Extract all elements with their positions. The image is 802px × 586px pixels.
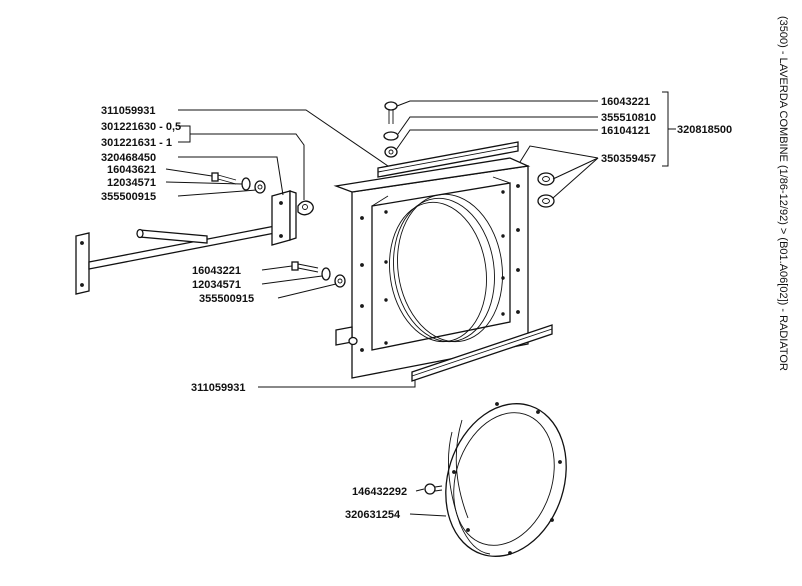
label-355510810: 355510810 xyxy=(601,112,656,124)
radiator-frame xyxy=(333,157,531,379)
label-301221630: 301221630 - 0,5 xyxy=(101,121,181,133)
top-seal-strip xyxy=(377,141,519,178)
label-301221631: 301221631 - 1 xyxy=(101,137,172,149)
label-311059931-top: 311059931 xyxy=(101,105,155,117)
screw-146432292 xyxy=(424,483,443,495)
label-16043621: 16043621 xyxy=(107,164,156,176)
nut-pair-350359457 xyxy=(537,172,555,208)
label-320468450: 320468450 xyxy=(101,152,156,164)
label-355500915-a: 355500915 xyxy=(101,191,156,203)
top-screw-stack xyxy=(383,101,399,158)
support-bar-assembly xyxy=(75,190,297,295)
bolt-16043221-mid-group xyxy=(291,261,346,288)
label-320631254: 320631254 xyxy=(345,509,401,521)
label-16104121: 16104121 xyxy=(601,125,650,137)
label-355500915-b: 355500915 xyxy=(199,293,254,305)
label-12034571-b: 12034571 xyxy=(192,279,241,291)
bottom-seal-strip xyxy=(411,324,553,382)
label-12034571-a: 12034571 xyxy=(107,177,156,189)
leader-lines xyxy=(165,91,676,517)
fan-shroud-ring xyxy=(445,402,567,557)
label-311059931-bottom: 311059931 xyxy=(191,382,245,394)
side-title: (3500) - LAVERDA COMBINE (1/86-12/92) > … xyxy=(777,16,789,371)
label-320818500: 320818500 xyxy=(677,124,732,136)
shim-clip xyxy=(297,200,314,216)
bolt-16043621-group xyxy=(211,172,266,194)
label-16043221-mid: 16043221 xyxy=(192,265,241,277)
label-16043221-right: 16043221 xyxy=(601,96,650,108)
label-350359457: 350359457 xyxy=(601,153,656,165)
label-146432292: 146432292 xyxy=(352,486,407,498)
